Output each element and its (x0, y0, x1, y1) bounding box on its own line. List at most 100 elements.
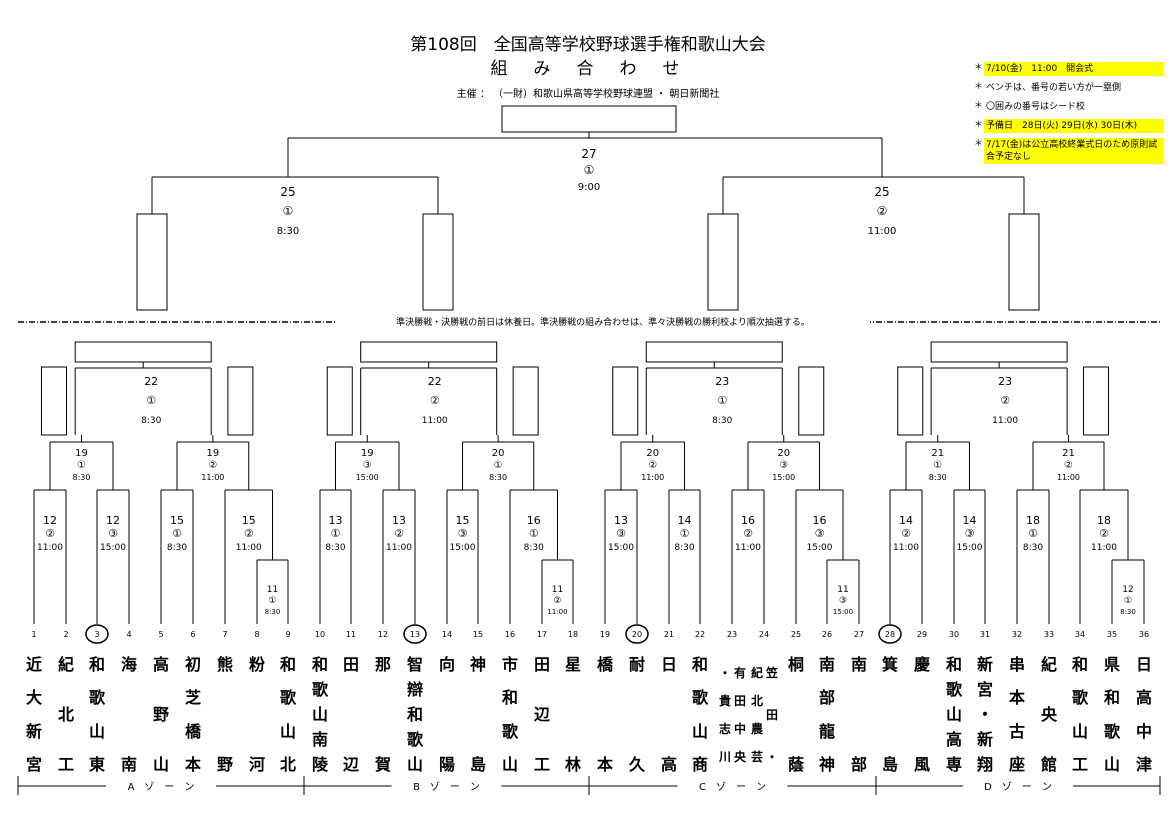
team-name-char: 野 (216, 755, 233, 774)
team-name-char: 部 (850, 755, 867, 774)
match-day: 13 (329, 514, 343, 527)
result-box (74, 341, 212, 363)
team-name-char: 高 (152, 655, 169, 674)
match-time: 11:00 (1091, 543, 1117, 553)
team-name-char: 古 (1008, 721, 1025, 741)
team-name-char: 本 (1008, 688, 1025, 708)
team-name-char: 山 (1103, 755, 1120, 774)
team-name-char: 神 (818, 755, 835, 774)
match-game-number: ① (933, 460, 942, 471)
match-day: 14 (678, 514, 692, 527)
match-game-number: ② (877, 204, 888, 218)
result-box (326, 366, 353, 436)
team-name-char: 宮 (976, 680, 993, 699)
team-name-char: 北 (750, 694, 763, 708)
match-game-number: ① (529, 527, 539, 540)
result-box (707, 213, 739, 311)
team-number: 22 (695, 630, 705, 639)
team-name-char: 智 (406, 655, 423, 674)
seed-circle-icon (625, 624, 649, 644)
team-number: 26 (822, 630, 832, 639)
match-day: 22 (428, 375, 442, 388)
result-box (227, 366, 254, 436)
match-game-number: ② (648, 460, 657, 471)
team-name-char: 山 (152, 755, 169, 774)
team-name-char: 工 (1071, 755, 1088, 774)
organizer-line: 主催 ： （一財）和歌山県高等学校野球連盟 ・ 朝日新聞社 (456, 89, 720, 100)
team-name-char: 日 (1135, 655, 1152, 674)
team-name-char: 工 (533, 755, 550, 774)
match-day: 15 (242, 514, 256, 527)
team-name-char: 久 (628, 755, 645, 774)
team-name-char: 南 (818, 655, 835, 674)
team-name-char: 海 (120, 655, 137, 674)
team-number: 15 (473, 630, 483, 639)
team-name-char: 耐 (628, 655, 645, 674)
result-box (360, 341, 498, 363)
match-day: 23 (998, 375, 1012, 388)
team-number: 16 (505, 630, 515, 639)
team-name-char: 中 (1135, 721, 1152, 741)
team-name-char: 辺 (533, 705, 550, 724)
match-game-number: ① (494, 460, 503, 471)
match-game-number: ② (208, 460, 217, 471)
team-name-char: 歌 (501, 721, 518, 741)
note-item: ＊予備日 28日(火) 29日(水) 30日(木) (974, 119, 1164, 133)
match-time: 8:30 (524, 543, 544, 553)
match-time: 8:30 (325, 543, 345, 553)
team-name-char: 紀 (1040, 655, 1057, 674)
bullet-star-icon: ＊ (974, 120, 984, 130)
match-game-number: ③ (965, 527, 975, 540)
team-name-char: 和 (945, 655, 962, 674)
team-number: 35 (1107, 630, 1117, 639)
match-time: 8:30 (167, 543, 187, 553)
team-name-char: 山 (406, 755, 423, 774)
team-name-char: 新 (25, 721, 42, 741)
team-number: 30 (949, 630, 959, 639)
team-name-char: 和 (501, 688, 518, 708)
team-name-char: 津 (1135, 755, 1152, 774)
note-item: ＊〇囲みの番号はシード校 (974, 100, 1164, 114)
match-day: 11 (837, 585, 848, 595)
team-name-char: 和 (279, 655, 296, 674)
final-result-box (501, 105, 677, 133)
match-game-number: ① (680, 527, 690, 540)
match-time: 8:30 (674, 543, 694, 553)
team-name-char: 央 (1040, 705, 1057, 724)
match-day: 15 (170, 514, 184, 527)
team-number: 32 (1012, 630, 1022, 639)
team-name-char: 橋 (184, 721, 201, 741)
match-game-number: ② (901, 527, 911, 540)
match-game-number: ③ (839, 596, 847, 606)
match-day: 16 (741, 514, 755, 527)
team-number: 29 (917, 630, 927, 639)
result-box (136, 213, 168, 311)
team-number: 28 (885, 630, 895, 639)
team-name-char: 山 (501, 755, 518, 774)
match-day: 20 (492, 448, 505, 459)
team-name-char: 新 (976, 730, 993, 749)
team-number: 31 (980, 630, 990, 639)
match-day: 21 (931, 448, 944, 459)
team-name-char: 辯 (406, 680, 423, 699)
match-day: 27 (581, 147, 596, 161)
team-name-char: 桐 (787, 655, 804, 674)
result-box (612, 366, 639, 436)
match-game-number: ① (172, 527, 182, 540)
match-time: 15:00 (833, 608, 853, 616)
match-day: 12 (106, 514, 120, 527)
team-number: 25 (791, 630, 801, 639)
team-name-char: 辺 (342, 755, 359, 774)
team-name-char: 山 (311, 705, 328, 724)
match-game-number: ① (1124, 596, 1132, 606)
team-name-char: 賀 (374, 755, 391, 774)
team-name-char: 本 (184, 755, 201, 774)
result-box (1083, 366, 1109, 436)
match-game-number: ② (1099, 527, 1109, 540)
team-name-char: 和 (406, 705, 423, 724)
team-name-char: 粉 (248, 655, 265, 674)
match-day: 15 (456, 514, 470, 527)
team-number: 23 (727, 630, 737, 639)
team-number: 10 (315, 630, 325, 639)
